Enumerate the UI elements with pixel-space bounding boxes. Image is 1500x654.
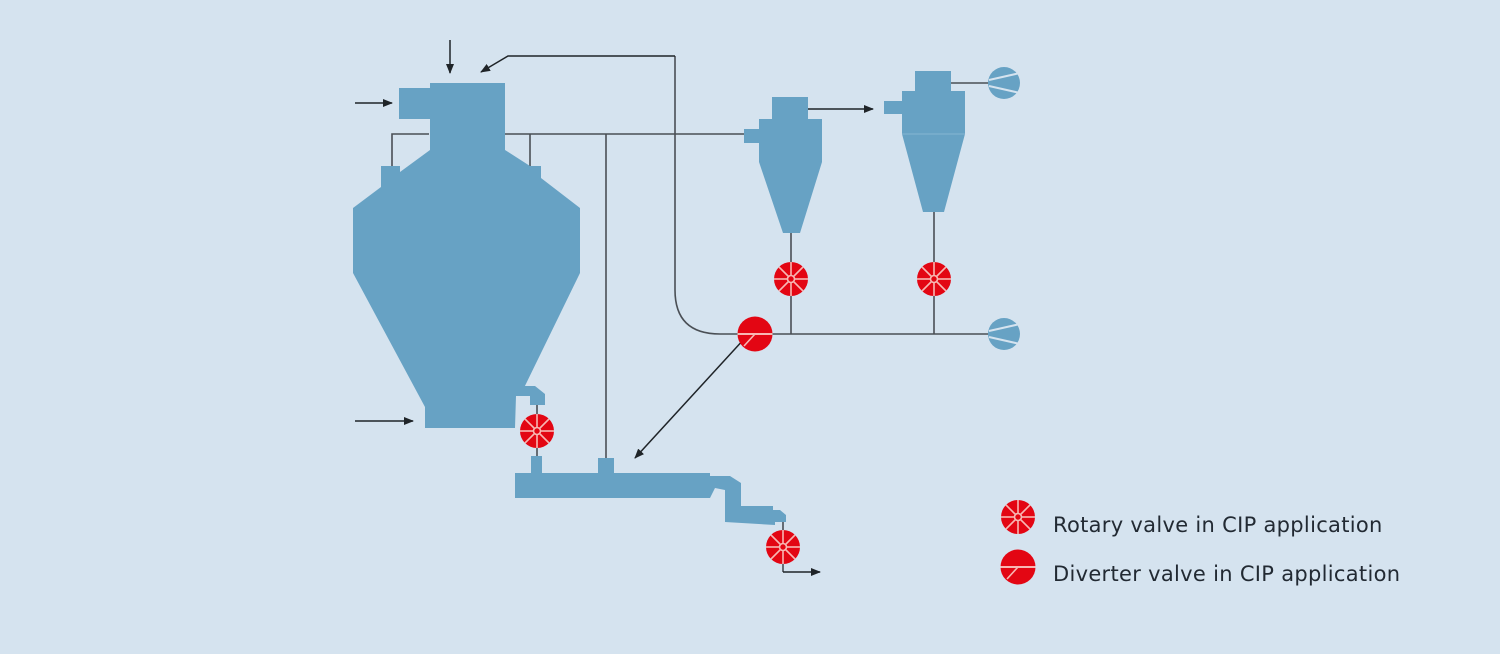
rotary-valve-product-outlet-icon — [765, 529, 801, 565]
arrow-fines-return-top — [480, 55, 675, 73]
dryer-outlet-chute — [516, 386, 545, 405]
legend-diverter-valve-label: Diverter valve in CIP application — [1053, 562, 1401, 586]
pipe-network — [391, 56, 990, 572]
cyclone-2 — [884, 71, 965, 212]
exhaust-fan-icon — [987, 66, 1021, 100]
arrow-diverter-to-fluid-bed — [634, 337, 746, 459]
diverter-valve-icon — [736, 315, 774, 353]
flow-arrows — [355, 40, 874, 576]
equipment-group — [353, 71, 965, 525]
pipe-return-loop — [674, 56, 738, 335]
fluid-bed — [515, 456, 786, 525]
conveying-fan-icon — [987, 317, 1021, 351]
legend-rotary-valve-label: Rotary valve in CIP application — [1053, 513, 1383, 537]
rotary-valve-dryer-outlet-icon — [519, 413, 555, 449]
pipe-dryer-side-left — [391, 133, 429, 168]
rotary-valve-cyclone-1-icon — [773, 261, 809, 297]
legend-rotary-valve-icon — [1000, 499, 1036, 535]
rotary-valve-cyclone-2-icon — [916, 261, 952, 297]
legend-diverter-valve-icon — [999, 548, 1037, 586]
spray-dryer — [353, 83, 580, 428]
cyclone-1 — [744, 97, 822, 233]
